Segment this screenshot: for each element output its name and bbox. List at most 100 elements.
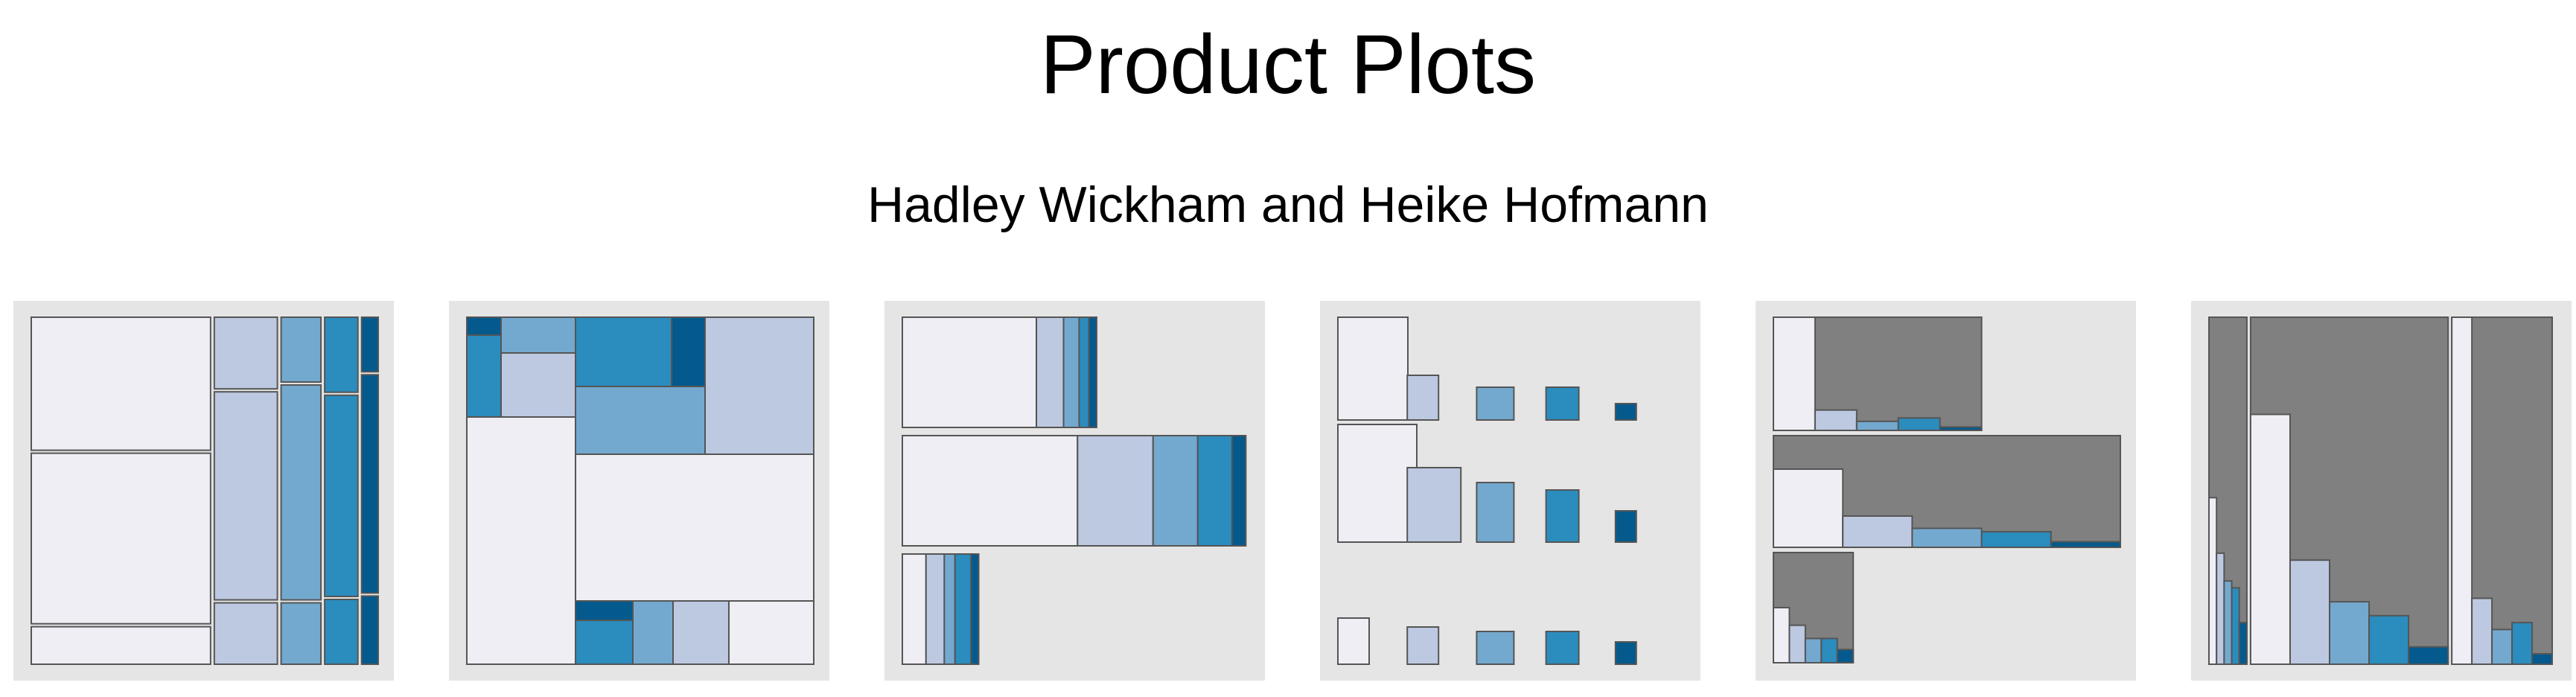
mosaic-cell xyxy=(360,374,380,594)
bar xyxy=(2451,316,2473,665)
mosaic-cell xyxy=(704,316,814,455)
mosaic-cell xyxy=(575,316,672,387)
fluctuation-cell xyxy=(1406,467,1462,543)
fluctuation-cell xyxy=(1337,424,1418,543)
mosaic-cell xyxy=(672,600,730,665)
fluctuation-cell xyxy=(1337,617,1370,665)
bar xyxy=(2249,413,2291,665)
mosaic-cell xyxy=(466,416,576,665)
fluctuation-cell xyxy=(1614,641,1637,665)
spine-segment xyxy=(954,553,972,665)
panel-1-svg xyxy=(31,316,380,666)
bar xyxy=(2238,622,2248,665)
mosaic-cell xyxy=(31,626,211,665)
spine-segment xyxy=(1036,316,1065,428)
bar xyxy=(1980,531,2052,548)
fluctuation-cell xyxy=(1476,631,1515,665)
panel-6 xyxy=(2191,301,2572,681)
panel-4-svg xyxy=(1337,316,1637,665)
panel-4 xyxy=(1320,301,1700,681)
spine-segment xyxy=(902,553,927,665)
bar xyxy=(1911,527,1983,548)
panel-6-svg xyxy=(2208,316,2554,666)
bar xyxy=(2408,646,2449,666)
bar xyxy=(2531,653,2554,665)
panel-3 xyxy=(884,301,1265,681)
fluctuation-cell xyxy=(1614,510,1637,543)
fluctuation-cell xyxy=(1476,482,1515,543)
bar xyxy=(2511,622,2534,665)
mosaic-cell xyxy=(632,600,674,665)
mosaic-cell xyxy=(575,620,634,665)
bar xyxy=(1773,316,1816,431)
mosaic-cell xyxy=(280,602,322,665)
bar xyxy=(1814,409,1858,431)
panel-2-svg xyxy=(466,316,814,665)
mosaic-cell xyxy=(213,602,278,665)
mosaic-cell xyxy=(360,316,380,373)
fluctuation-cell xyxy=(1337,316,1409,421)
bar xyxy=(2329,601,2371,665)
fluctuation-cell xyxy=(1406,626,1440,665)
bar xyxy=(1855,420,1899,431)
mosaic-cell xyxy=(280,316,322,383)
fluctuation-cell xyxy=(1545,386,1580,421)
spine-segment xyxy=(1231,435,1247,547)
fluctuation-cell xyxy=(1476,386,1515,421)
bar xyxy=(2368,614,2410,666)
spine-segment xyxy=(1078,316,1090,428)
bar xyxy=(1820,637,1838,664)
bar xyxy=(2216,552,2225,665)
bar xyxy=(2223,580,2233,665)
bar xyxy=(1939,426,1983,432)
spine-segment xyxy=(1152,435,1199,547)
mosaic-cell xyxy=(575,600,634,621)
bar xyxy=(2050,541,2121,548)
spine-segment xyxy=(902,316,1038,428)
spine-segment xyxy=(1196,435,1233,547)
mosaic-cell xyxy=(466,316,502,336)
panel-5-svg xyxy=(1773,316,2121,664)
bar xyxy=(1804,637,1823,664)
chart-title: Product Plots xyxy=(1039,18,1537,111)
mosaic-cell xyxy=(31,316,211,451)
bar xyxy=(2491,628,2513,665)
mosaic-cell xyxy=(324,316,359,393)
spine-segment xyxy=(970,553,980,665)
panel-5 xyxy=(1756,301,2136,681)
mosaic-cell xyxy=(575,453,814,602)
mosaic-cell xyxy=(728,600,814,665)
bar xyxy=(1773,607,1791,663)
mosaic-cell xyxy=(500,352,576,418)
mosaic-cell xyxy=(360,595,380,665)
panel-2 xyxy=(449,301,829,681)
bar xyxy=(1842,515,1913,548)
spine-segment xyxy=(943,553,956,665)
mosaic-cell xyxy=(671,316,706,387)
bar xyxy=(1773,468,1844,548)
spine-segment xyxy=(1088,316,1097,428)
mosaic-cell xyxy=(213,391,278,601)
fluctuation-cell xyxy=(1545,631,1580,665)
mosaic-cell xyxy=(500,316,576,354)
mosaic-cell xyxy=(280,384,322,601)
bar xyxy=(2231,587,2240,666)
bar xyxy=(1788,624,1806,663)
spine-segment xyxy=(1077,435,1154,547)
bar xyxy=(1897,417,1941,431)
fluctuation-cell xyxy=(1545,489,1580,543)
panel-1 xyxy=(13,301,394,681)
spine-segment xyxy=(925,553,946,665)
spine-segment xyxy=(902,435,1079,547)
mosaic-cell xyxy=(324,598,359,666)
spine-segment xyxy=(1062,316,1080,428)
mosaic-cell xyxy=(31,452,211,625)
chart-subtitle: Hadley Wickham and Heike Hofmann xyxy=(867,176,1709,233)
mosaic-cell xyxy=(575,386,706,455)
bar xyxy=(1836,649,1855,663)
fluctuation-cell xyxy=(1406,375,1440,421)
bar xyxy=(2289,559,2331,666)
mosaic-cell xyxy=(213,316,278,390)
panel-3-svg xyxy=(902,316,1247,665)
mosaic-cell xyxy=(466,334,502,418)
